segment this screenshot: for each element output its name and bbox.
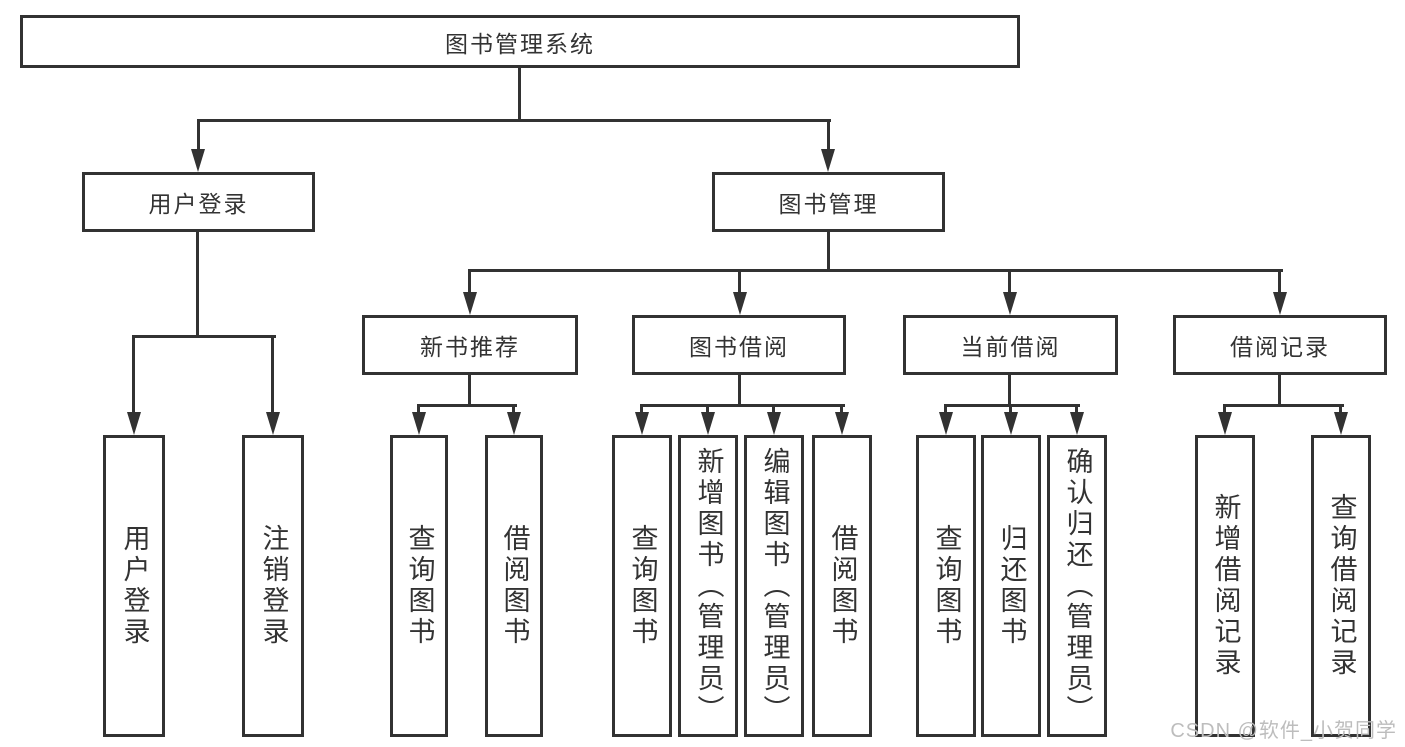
connector-line [1223,404,1226,414]
connector-line [1075,404,1078,414]
leaf-query-borrow-record: 查询借阅记录 [1311,435,1371,737]
leaf-logout: 注销登录 [242,435,304,737]
connector-line [1009,404,1012,414]
connector-line [1278,269,1281,294]
arrowhead-down-icon [507,412,521,435]
connector-line [271,335,274,415]
leaf-query-books-2: 查询图书 [612,435,672,737]
connector-line [1008,269,1011,294]
connector-line [827,119,830,151]
leaf-add-books-admin: 新增图书（管理员） [678,435,738,737]
arrowhead-down-icon [1334,412,1348,435]
leaf-confirm-return-admin: 确认归还（管理员） [1047,435,1107,737]
node-borrow-records: 借阅记录 [1173,315,1387,375]
connector-line [518,68,521,122]
connector-line [640,404,845,407]
arrowhead-down-icon [821,149,835,172]
connector-line [468,375,471,407]
node-new-book-recommend: 新书推荐 [362,315,578,375]
arrowhead-down-icon [266,412,280,435]
connector-line [132,335,276,338]
leaf-borrow-books-1: 借阅图书 [485,435,543,737]
leaf-return-books: 归还图书 [981,435,1041,737]
leaf-add-borrow-record: 新增借阅记录 [1195,435,1255,737]
arrowhead-down-icon [767,412,781,435]
arrowhead-down-icon [939,412,953,435]
arrowhead-down-icon [412,412,426,435]
connector-line [1278,375,1281,407]
node-book-management: 图书管理 [712,172,945,232]
connector-line [738,375,741,407]
leaf-borrow-books-2: 借阅图书 [812,435,872,737]
leaf-user-login: 用户登录 [103,435,165,737]
arrowhead-down-icon [701,412,715,435]
connector-line [1008,375,1011,407]
connector-line [944,404,1080,407]
node-book-borrow: 图书借阅 [632,315,846,375]
arrowhead-down-icon [1003,292,1017,315]
connector-line [132,335,135,415]
connector-line [944,404,947,414]
connector-line [1223,404,1344,407]
arrowhead-down-icon [1218,412,1232,435]
connector-line [196,232,199,338]
arrowhead-down-icon [835,412,849,435]
arrowhead-down-icon [733,292,747,315]
connector-line [468,269,1283,272]
node-current-borrow: 当前借阅 [903,315,1118,375]
arrowhead-down-icon [191,149,205,172]
connector-line [197,119,200,151]
connector-line [706,404,709,414]
connector-line [1339,404,1342,414]
connector-line [738,269,741,294]
node-library-system: 图书管理系统 [20,15,1020,68]
leaf-query-books-1: 查询图书 [390,435,448,737]
connector-line [772,404,775,414]
connector-line [417,404,517,407]
connector-line [640,404,643,414]
node-user-login: 用户登录 [82,172,315,232]
connector-line [827,232,830,272]
connector-line [197,119,831,122]
arrowhead-down-icon [1004,412,1018,435]
watermark: CSDN @软件_小贺同学 [1170,720,1397,742]
connector-line [840,404,843,414]
arrowhead-down-icon [635,412,649,435]
arrowhead-down-icon [127,412,141,435]
leaf-query-books-3: 查询图书 [916,435,976,737]
arrowhead-down-icon [1070,412,1084,435]
arrowhead-down-icon [463,292,477,315]
arrowhead-down-icon [1273,292,1287,315]
leaf-edit-books-admin: 编辑图书（管理员） [744,435,804,737]
connector-line [468,269,471,294]
connector-line [512,404,515,414]
connector-line [417,404,420,414]
